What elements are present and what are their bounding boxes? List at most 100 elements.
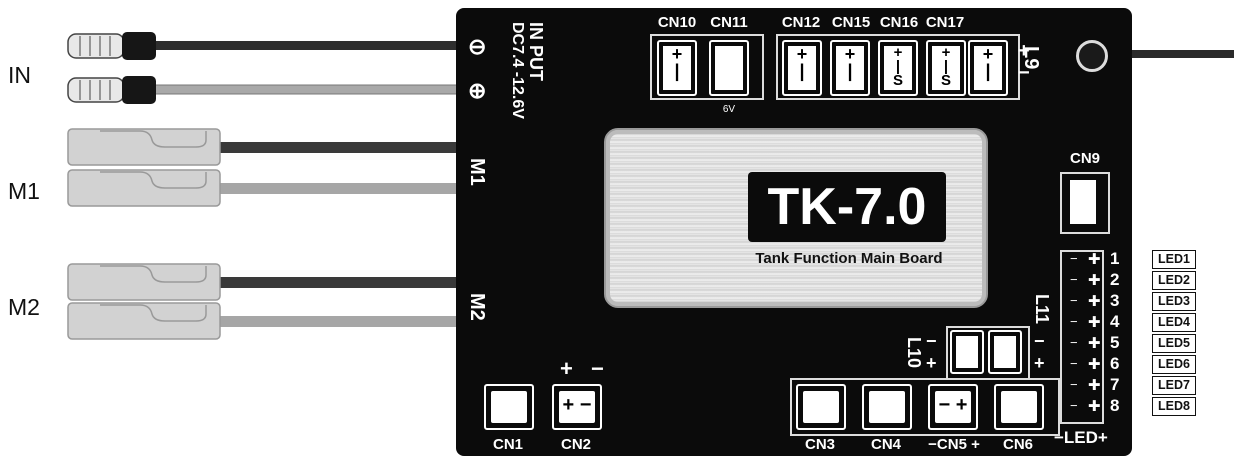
l11-polarity: − + bbox=[1034, 331, 1045, 373]
cn17-label: CN17 bbox=[925, 14, 965, 31]
led-legend-item: LED3 bbox=[1152, 292, 1196, 311]
cn10-pins: + | bbox=[671, 44, 683, 81]
m1-wire-a bbox=[215, 142, 460, 153]
m2-plug-b bbox=[67, 302, 221, 340]
cn11-connector bbox=[709, 40, 749, 96]
l9-plus: + bbox=[1018, 40, 1030, 62]
m1-wire-b bbox=[215, 183, 460, 194]
led-pin-minus: − bbox=[1070, 377, 1078, 392]
led-pin-plus: ✚ bbox=[1088, 356, 1101, 373]
cn3-connector bbox=[796, 384, 846, 430]
cn5-label: −CN5 + bbox=[928, 436, 980, 453]
led-legend-item: LED4 bbox=[1152, 313, 1196, 332]
input-spec-label: IN PUT DC7.4 -12.6V bbox=[505, 22, 546, 172]
led-header-row: −✚ 6 bbox=[1064, 354, 1124, 377]
led-header-row: −✚5 bbox=[1064, 333, 1124, 356]
input-wire-positive bbox=[149, 84, 461, 95]
bottom-connector-group bbox=[790, 378, 1060, 436]
led-header-row: −✚ 8 bbox=[1064, 396, 1124, 419]
cn2-connector: + − bbox=[552, 384, 602, 430]
l9-connector: + | bbox=[968, 40, 1008, 96]
cn3-label: CN3 bbox=[804, 436, 835, 453]
cn16-connector: + | S bbox=[878, 40, 918, 96]
led-pin-minus: − bbox=[1070, 272, 1078, 287]
led-pin-number: 6 bbox=[1110, 354, 1120, 373]
led-legend-item: LED8 bbox=[1152, 397, 1196, 416]
led-pin-minus: − bbox=[1070, 398, 1078, 413]
l11-label: L11 bbox=[1032, 294, 1052, 325]
led-legend-item: LED5 bbox=[1152, 334, 1196, 353]
cn9-label: CN9 bbox=[1069, 150, 1100, 167]
cn16-label: CN16 bbox=[879, 14, 919, 31]
input-voltage: DC7.4 -12.6V bbox=[509, 22, 526, 119]
l10-connector bbox=[950, 330, 984, 374]
cn12-pins: + | bbox=[796, 44, 808, 81]
l11-connector bbox=[988, 330, 1022, 374]
input-minus-icon: ⊖ bbox=[468, 34, 487, 59]
model-badge: TK-7.0 bbox=[748, 172, 946, 242]
top-connector-group-2 bbox=[776, 34, 1020, 100]
led-legend-item: LED2 bbox=[1152, 271, 1196, 290]
m1-label: M1 bbox=[8, 178, 40, 204]
cn11-label: CN11 bbox=[710, 14, 748, 31]
led-header-row: −✚4 bbox=[1064, 312, 1124, 335]
led-pin-plus: ✚ bbox=[1088, 251, 1101, 268]
input-plus-icon: ⊕ bbox=[468, 78, 487, 103]
l10-polarity: − + bbox=[926, 331, 937, 373]
cn4-label: CN4 bbox=[870, 436, 901, 453]
l9-pins: + | bbox=[982, 44, 994, 81]
led-pin-plus: ✚ bbox=[1088, 293, 1101, 310]
led-pin-plus: ✚ bbox=[1088, 377, 1101, 394]
cn1-connector bbox=[484, 384, 534, 430]
cn2-pins: + − bbox=[562, 394, 592, 416]
board-m1-label: M1 bbox=[466, 158, 488, 186]
led-header bbox=[1060, 250, 1104, 424]
cn10-label: CN10 bbox=[657, 14, 697, 31]
top-connector-group-1 bbox=[650, 34, 764, 100]
led-pin-number: 1 bbox=[1110, 249, 1120, 268]
m2-wire-b bbox=[215, 316, 460, 327]
led-pin-minus: − bbox=[1070, 251, 1078, 266]
m2-plug-a bbox=[67, 263, 221, 301]
cn9-connector bbox=[1060, 172, 1110, 234]
cn10-connector: + | bbox=[657, 40, 697, 96]
antenna-grommet bbox=[1076, 40, 1108, 72]
led-legend-item: LED1 bbox=[1152, 250, 1196, 269]
led-header-row: −✚3 bbox=[1064, 291, 1124, 314]
in-label: IN bbox=[8, 62, 31, 88]
led-legend-item: LED7 bbox=[1152, 376, 1196, 395]
cn12-label: CN12 bbox=[781, 14, 821, 31]
led-pin-minus: − bbox=[1070, 335, 1078, 350]
led-legend-item: LED6 bbox=[1152, 355, 1196, 374]
model-title: TK-7.0 bbox=[767, 178, 927, 236]
led-header-row: −✚2 bbox=[1064, 270, 1124, 293]
cn16-pins: + | S bbox=[892, 44, 903, 89]
led-pin-number: 8 bbox=[1110, 396, 1120, 415]
led-pin-minus: − bbox=[1070, 356, 1078, 371]
cn2-polarity: + − bbox=[560, 356, 610, 381]
cn4-connector bbox=[862, 384, 912, 430]
led-pin-number: 5 bbox=[1110, 333, 1120, 352]
input-title: IN PUT bbox=[526, 22, 546, 82]
cn1-label: CN1 bbox=[492, 436, 523, 453]
cn17-connector: + | S bbox=[926, 40, 966, 96]
cn5-connector: − + bbox=[928, 384, 978, 430]
m2-label: M2 bbox=[8, 294, 40, 320]
cn2-label: CN2 bbox=[560, 436, 591, 453]
board-m2-label: M2 bbox=[466, 293, 488, 321]
led-header-label: −LED+ bbox=[1054, 428, 1108, 447]
model-subtitle: Tank Function Main Board bbox=[755, 250, 943, 267]
led-header-row: −✚ 1 bbox=[1064, 249, 1124, 272]
cn15-pins: + | bbox=[844, 44, 856, 81]
cn15-connector: + | bbox=[830, 40, 870, 96]
l9-minus: − bbox=[1018, 62, 1030, 84]
m1-plug-b bbox=[67, 169, 221, 207]
cn6-label: CN6 bbox=[1002, 436, 1033, 453]
led-header-row: −✚ 7 bbox=[1064, 375, 1124, 398]
led-pin-plus: ✚ bbox=[1088, 398, 1101, 415]
m1-plug-a bbox=[67, 128, 221, 166]
cn15-label: CN15 bbox=[831, 14, 871, 31]
led-pin-number: 7 bbox=[1110, 375, 1120, 394]
cn17-pins: + | S bbox=[940, 44, 951, 89]
